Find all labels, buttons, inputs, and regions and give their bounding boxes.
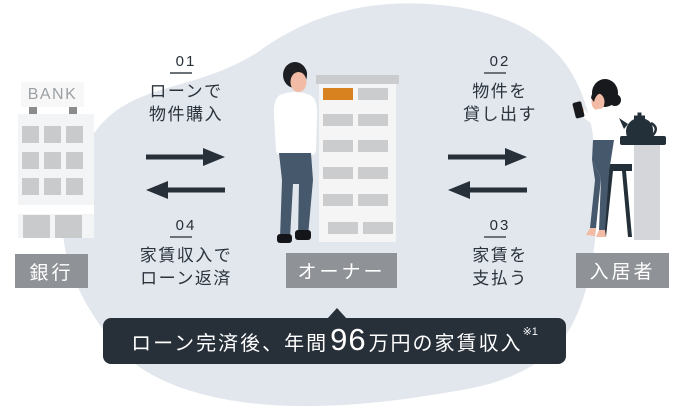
- apartment-window: [323, 194, 353, 206]
- apartment-window: [358, 88, 388, 100]
- step-01: 01 ローンで 物件購入: [116, 53, 256, 126]
- apartment-window: [323, 140, 353, 152]
- apartment-window: [358, 167, 388, 179]
- apartment-window: [323, 114, 353, 126]
- bank-window: [44, 178, 61, 195]
- arrow-bank-to-owner: [146, 148, 225, 166]
- apartment-window: [358, 194, 388, 206]
- income-banner: ローン完済後、年間 96 万円の家賃収入 ※1: [103, 308, 566, 364]
- arrow-owner-to-tenant: [448, 148, 527, 166]
- bank-window: [66, 126, 83, 143]
- tenant-label-badge: 入居者: [576, 253, 669, 288]
- step-02: 02 物件を 貸し出す: [430, 53, 570, 126]
- bank-door-window: [23, 215, 50, 238]
- banner-footnote-marker: ※1: [522, 326, 538, 338]
- step-03-line1: 家賃を: [472, 246, 528, 265]
- step-04-line2: ローン返済: [140, 269, 232, 288]
- bank-sign: BANK: [21, 82, 84, 107]
- step-04-number: 04: [169, 217, 197, 238]
- step-01-number: 01: [169, 53, 197, 74]
- apartment-window: [363, 222, 393, 234]
- banner-text-prefix: ローン完済後、年間: [131, 332, 329, 355]
- bank-door-window: [55, 215, 82, 238]
- apartment-window: [358, 140, 388, 152]
- step-02-line1: 物件を: [472, 82, 528, 101]
- apartment-window: [323, 167, 353, 179]
- apartment-roof: [316, 75, 399, 84]
- apartment-window: [328, 222, 358, 234]
- bank-window: [22, 178, 39, 195]
- tenant-person-illustration: [572, 79, 666, 240]
- bank-label-badge: 銀行: [15, 254, 88, 288]
- step-01-line2: 物件購入: [149, 105, 223, 124]
- bank-sign-post: [69, 107, 77, 115]
- step-03-number: 03: [483, 217, 511, 238]
- bank-sign-post: [29, 107, 37, 115]
- bank-building: [18, 114, 94, 238]
- step-03: 03 家賃を 支払う: [430, 217, 570, 290]
- arrow-tenant-to-owner: [448, 181, 527, 199]
- bank-window: [66, 152, 83, 169]
- bank-window: [66, 178, 83, 195]
- step-04: 04 家賃収入で ローン返済: [116, 217, 256, 290]
- owner-label: オーナー: [297, 262, 386, 283]
- bank-window: [22, 126, 39, 143]
- step-02-number: 02: [483, 53, 511, 74]
- bank-window: [22, 152, 39, 169]
- step-02-line2: 貸し出す: [463, 105, 537, 124]
- arrow-owner-to-bank: [146, 181, 225, 199]
- owner-label-badge: オーナー: [286, 253, 397, 288]
- bank-sign-text: BANK: [27, 85, 78, 103]
- step-03-line2: 支払う: [472, 269, 528, 288]
- step-04-line1: 家賃収入で: [139, 246, 233, 265]
- bank-floor-divider: [18, 205, 94, 214]
- step-01-line1: ローンで: [149, 82, 223, 101]
- apartment-building: [319, 84, 396, 242]
- apartment-window-orange: [323, 88, 353, 100]
- bank-window: [44, 152, 61, 169]
- banner-pointer-tail: [327, 308, 347, 319]
- tenant-label: 入居者: [589, 262, 656, 283]
- bank-label: 銀行: [29, 262, 74, 284]
- bank-window: [44, 126, 61, 143]
- banner-text-suffix: 万円の家賃収入: [368, 332, 523, 355]
- apartment-window: [358, 114, 388, 126]
- owner-person-illustration: [273, 62, 318, 243]
- banner-amount: 96: [330, 322, 367, 357]
